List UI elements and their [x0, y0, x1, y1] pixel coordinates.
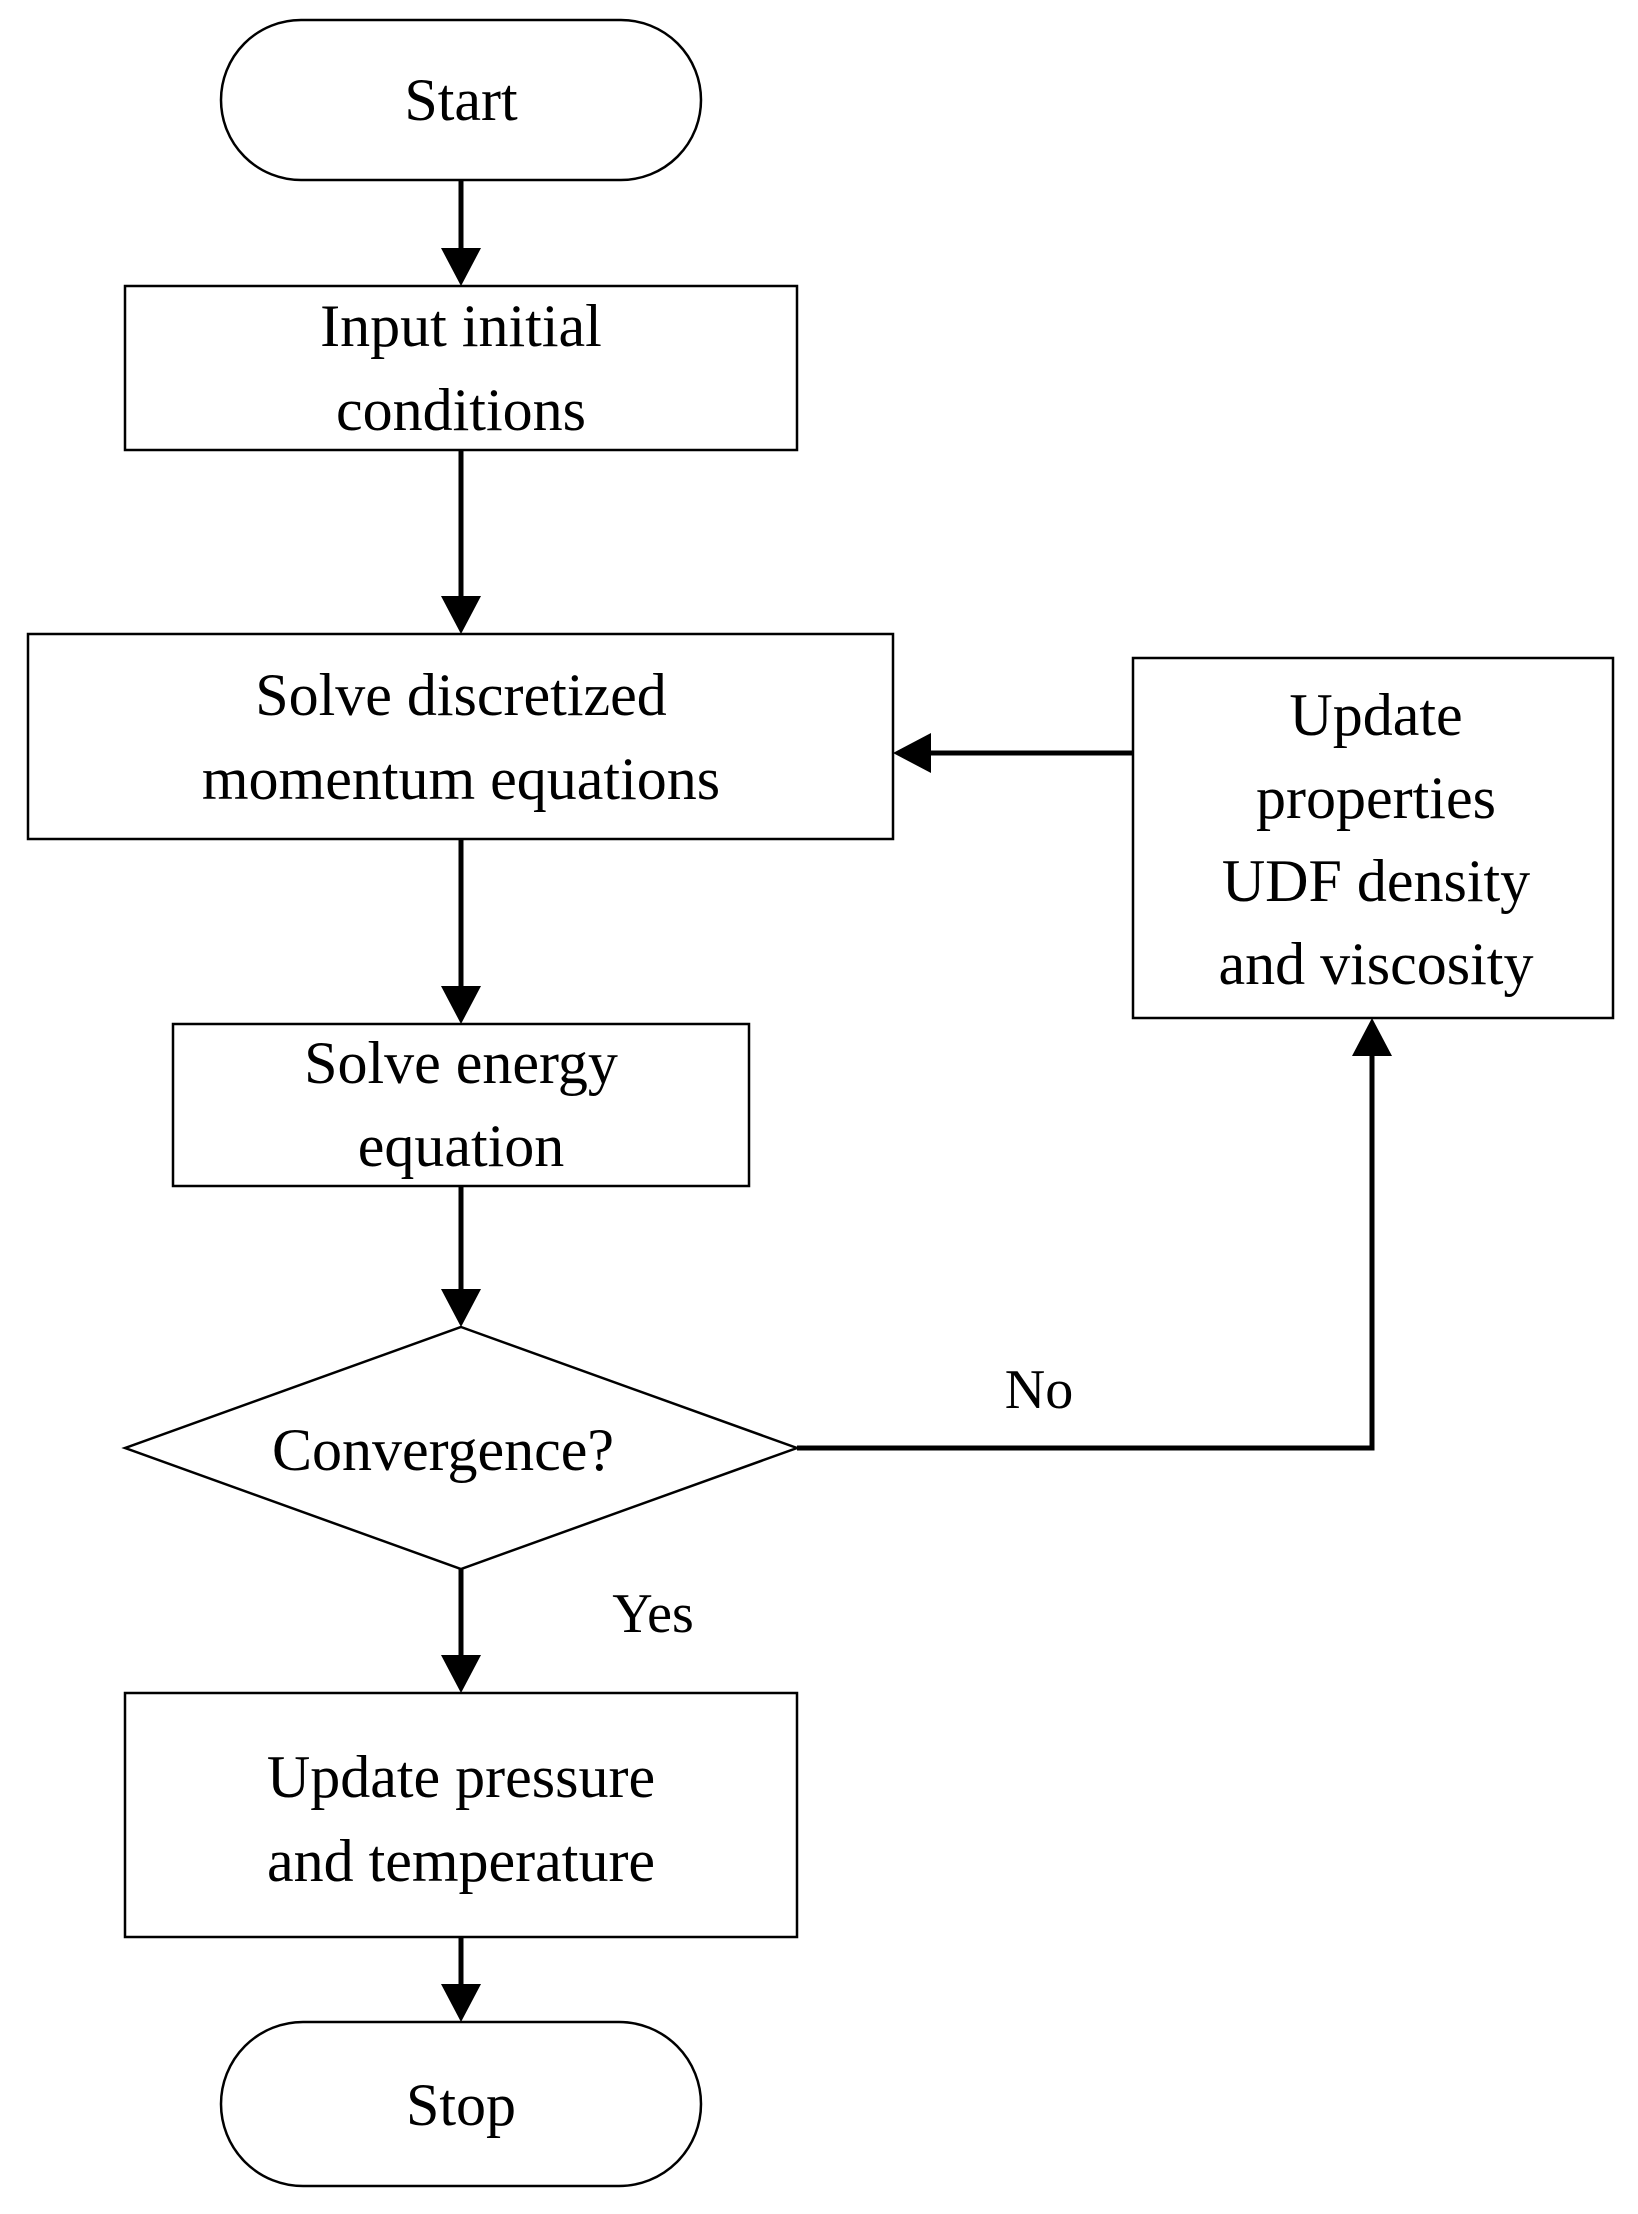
node-text: and viscosity: [1219, 931, 1534, 997]
no-label: No: [1005, 1359, 1073, 1421]
node-text: equation: [358, 1113, 565, 1179]
arrowhead: [1352, 1018, 1392, 1056]
input-initial-conditions-box: Input initial conditions: [123, 284, 799, 452]
node-text: momentum equations: [202, 746, 720, 812]
node-text: Input initial: [320, 293, 602, 359]
node-text: Update: [1289, 682, 1462, 748]
stop-label: Stop: [406, 2072, 516, 2138]
node-text: Update pressure: [267, 1744, 655, 1810]
solve-energy-box: Solve energy equation: [171, 1022, 751, 1188]
node-text: conditions: [336, 377, 586, 443]
update-properties-box: Update properties UDF density and viscos…: [1131, 656, 1615, 1020]
arrowhead: [893, 733, 931, 773]
node-text: UDF density: [1222, 848, 1530, 914]
arrowhead: [441, 596, 481, 634]
arrowhead: [441, 1984, 481, 2022]
node-text: Solve energy: [304, 1030, 618, 1096]
connectors: [441, 180, 1392, 2022]
node-text: properties: [1256, 765, 1496, 831]
convergence-decision: Convergence?: [121, 1325, 801, 1571]
start-label: Start: [404, 67, 518, 133]
node-text: and temperature: [267, 1828, 655, 1894]
node-text: Solve discretized: [255, 662, 667, 728]
arrowhead: [441, 986, 481, 1024]
node-text: Convergence?: [272, 1417, 614, 1483]
start-terminal: Start: [219, 18, 703, 182]
yes-label: Yes: [612, 1583, 693, 1645]
solve-momentum-box: Solve discretized momentum equations: [26, 632, 895, 841]
stop-terminal: Stop: [219, 2020, 703, 2188]
arrowhead: [441, 1289, 481, 1327]
arrow-no: [797, 1054, 1375, 1451]
arrowhead: [441, 1655, 481, 1693]
update-pressure-temperature-box: Update pressure and temperature: [123, 1691, 799, 1939]
arrowhead: [441, 248, 481, 286]
